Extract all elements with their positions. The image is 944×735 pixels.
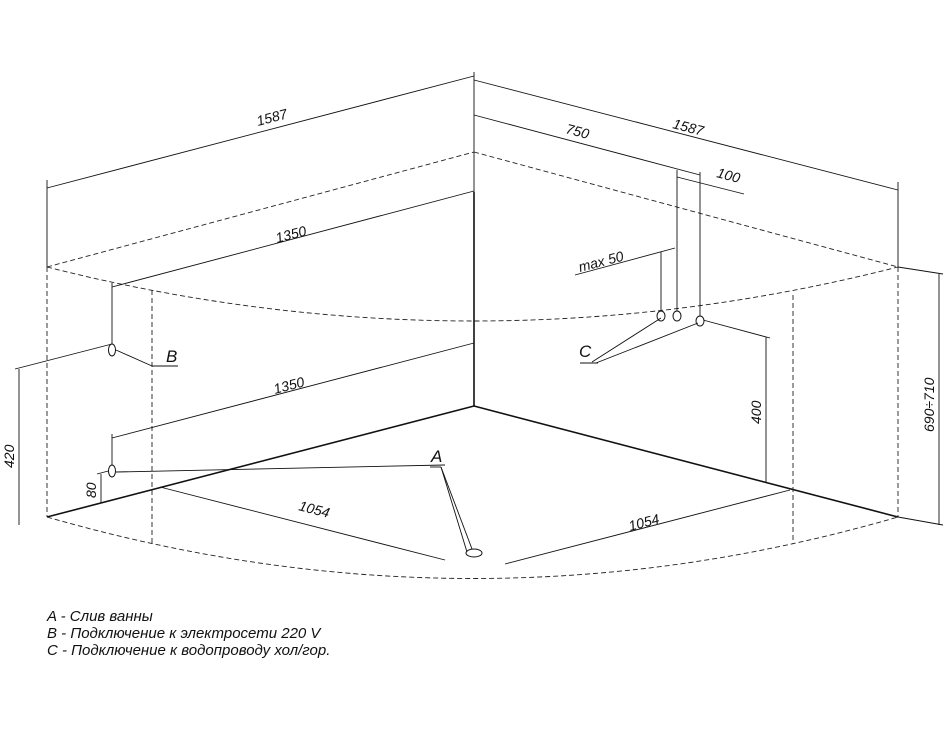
dimension-label-1054-left: 1054 — [297, 497, 331, 520]
dimension-label-80: 80 — [83, 482, 99, 498]
dimension-max-50: max 50 — [574, 247, 676, 318]
legend-item-b: B - Подключение к электросети 220 V — [47, 625, 321, 642]
dimension-80: 80 — [83, 469, 113, 503]
dimension-label-100: 100 — [715, 164, 742, 185]
dimension-750: 750 — [473, 114, 701, 318]
fitting-drain-overflow — [108, 464, 446, 478]
dimension-690-710: 690÷710 — [897, 266, 944, 526]
dimension-label-690-710: 690÷710 — [921, 377, 937, 432]
dimension-label-1350-lower: 1350 — [272, 373, 306, 396]
dimension-420: 420 — [1, 343, 113, 525]
dimension-label-1054-right: 1054 — [627, 510, 661, 533]
dimension-label-1587-left: 1587 — [255, 105, 290, 129]
legend: A - Слив ванны B - Подключение к электро… — [47, 608, 330, 659]
fitting-b-electrical — [108, 343, 178, 367]
legend-item-c: C - Подключение к водопроводу хол/гор. — [47, 642, 331, 659]
dimension-1587-left: 1587 — [46, 72, 475, 267]
dimension-label-400: 400 — [748, 400, 764, 424]
fitting-a-drain — [430, 466, 483, 558]
dimension-label-420: 420 — [1, 444, 17, 468]
dimension-400: 400 — [702, 319, 771, 482]
marker-label-b: B — [166, 347, 177, 366]
hidden-outline — [46, 151, 899, 579]
dimension-1054-left: 1054 — [159, 486, 446, 561]
dimension-label-1350-upper: 1350 — [274, 222, 308, 245]
dimension-100: 100 — [676, 164, 745, 195]
dimension-label-1587-right: 1587 — [671, 115, 706, 139]
dimension-label-750: 750 — [564, 120, 591, 141]
legend-item-a: A - Слив ванны — [47, 608, 153, 625]
dimension-1054-right: 1054 — [504, 489, 791, 565]
fitting-c-water — [580, 310, 705, 364]
marker-label-c: C — [579, 342, 592, 361]
dimension-label-max-50: max 50 — [577, 248, 626, 275]
dimension-1350-lower: 1350 — [111, 342, 475, 470]
marker-label-a: A — [430, 447, 442, 466]
dimension-1587-right: 1587 — [473, 79, 899, 267]
dimension-1350-upper: 1350 — [111, 190, 475, 348]
bathtub-outline — [46, 192, 899, 518]
